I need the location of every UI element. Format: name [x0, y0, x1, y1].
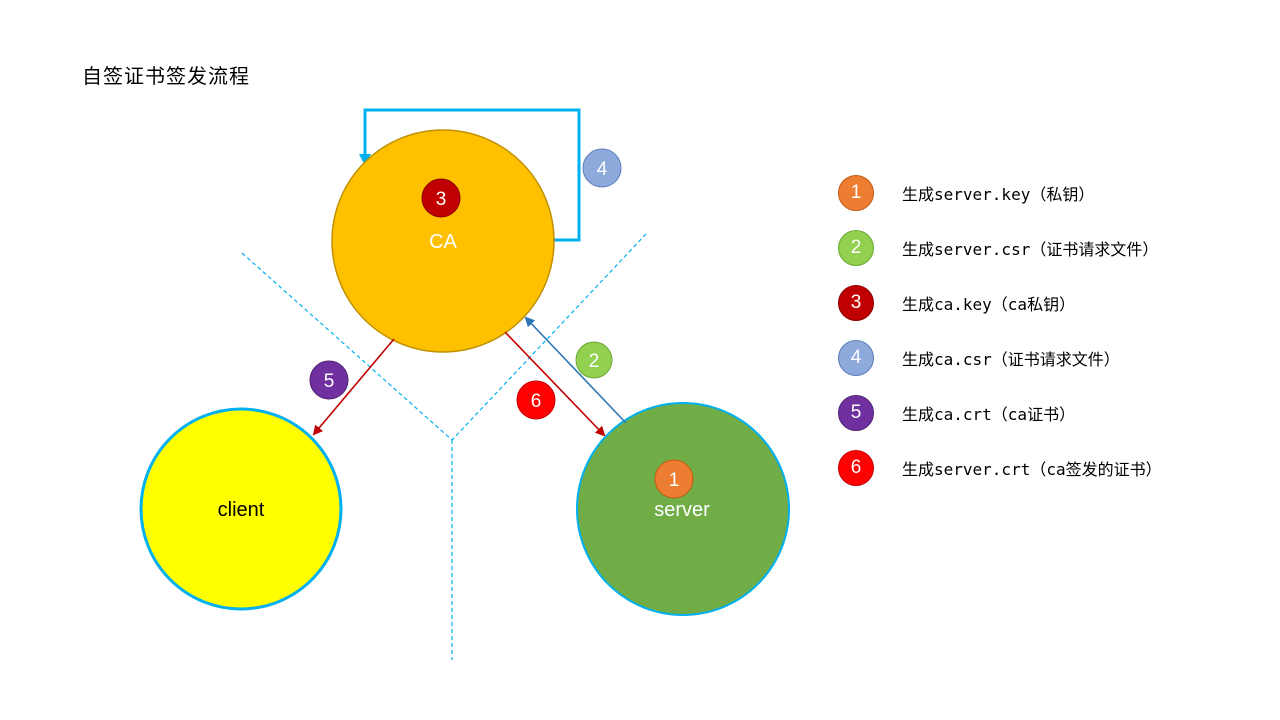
legend-item-4: 4 生成ca.csr（证书请求文件）: [836, 337, 1256, 392]
legend: 1 生成server.key（私钥） 2 生成server.csr（证书请求文件…: [836, 172, 1256, 502]
legend-item-5: 5 生成ca.crt（ca证书）: [836, 392, 1256, 447]
arrow-ca-to-server: [504, 331, 606, 437]
svg-text:6: 6: [531, 391, 542, 412]
ca-to-server-step-badge: 6: [516, 380, 556, 420]
legend-text-6: 生成server.crt（ca签发的证书）: [902, 460, 1162, 479]
divider-right: [451, 233, 647, 441]
page-title: 自签证书签发流程: [82, 64, 250, 88]
ca-step-badge: 3: [421, 178, 461, 218]
svg-text:4: 4: [597, 159, 608, 180]
legend-badge-6: 6: [838, 450, 874, 486]
svg-text:3: 3: [436, 189, 447, 210]
legend-item-1: 1 生成server.key（私钥）: [836, 172, 1256, 227]
legend-text-5: 生成ca.crt（ca证书）: [902, 405, 1076, 424]
svg-text:1: 1: [669, 470, 680, 491]
server-to-ca-step-badge: 2: [575, 341, 613, 379]
ca-label: CA: [429, 231, 457, 253]
legend-badge-1: 1: [838, 175, 874, 211]
arrow-ca-to-client: [312, 338, 395, 436]
legend-badge-3: 3: [838, 285, 874, 321]
legend-badge-2: 2: [838, 230, 874, 266]
ca-to-client-step-badge: 5: [309, 360, 349, 400]
server-node: server: [576, 402, 790, 616]
client-label: client: [218, 499, 265, 521]
server-step-badge: 1: [654, 459, 694, 499]
self-loop-connector: [359, 108, 581, 242]
legend-item-3: 3 生成ca.key（ca私钥）: [836, 282, 1256, 337]
ca-node: CA: [331, 129, 555, 353]
server-label: server: [654, 499, 710, 521]
zone-dividers: [241, 233, 647, 660]
loop-step-badge: 4: [582, 148, 622, 188]
client-node: client: [139, 407, 343, 611]
legend-badge-4: 4: [838, 340, 874, 376]
divider-left: [241, 252, 453, 441]
legend-text-1: 生成server.key（私钥）: [902, 185, 1095, 204]
legend-text-2: 生成server.csr（证书请求文件）: [902, 240, 1159, 259]
legend-item-6: 6 生成server.crt（ca签发的证书）: [836, 447, 1256, 502]
svg-text:2: 2: [589, 351, 600, 372]
legend-item-2: 2 生成server.csr（证书请求文件）: [836, 227, 1256, 282]
legend-text-3: 生成ca.key（ca私钥）: [902, 295, 1076, 314]
arrow-server-to-ca: [524, 316, 627, 424]
legend-badge-5: 5: [838, 395, 874, 431]
legend-text-4: 生成ca.csr（证书请求文件）: [902, 350, 1120, 369]
svg-text:5: 5: [324, 371, 335, 392]
